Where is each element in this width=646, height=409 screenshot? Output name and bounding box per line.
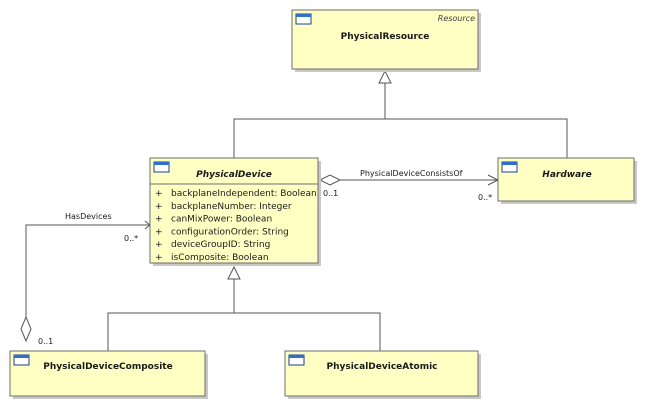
attribute-row[interactable]: backplaneNumber: Integer (171, 202, 292, 212)
multiplicity-has-devices-target: 0..1 (38, 337, 53, 346)
multiplicity-has-devices-source: 0..* (124, 234, 138, 243)
class-name: PhysicalDeviceComposite (43, 362, 172, 372)
class-icon (153, 161, 170, 173)
attribute-visibility: + (155, 215, 163, 225)
attribute-row[interactable]: configurationOrder: String (171, 227, 289, 237)
class-physical-device-atomic[interactable]: PhysicalDeviceAtomic (284, 350, 481, 399)
attribute-row[interactable]: canMixPower: Boolean (171, 215, 272, 225)
class-hardware[interactable]: Hardware (497, 157, 637, 204)
class-physical-device-composite[interactable]: PhysicalDeviceComposite (9, 350, 208, 399)
attribute-row[interactable]: backplaneIndependent: Boolean (171, 189, 317, 199)
class-name: Hardware (542, 170, 591, 180)
association-consists-of-label: PhysicalDeviceConsistsOf (360, 169, 463, 178)
class-icon (288, 354, 305, 366)
association-has-devices-label: HasDevices (65, 212, 112, 221)
class-icon (13, 354, 30, 366)
multiplicity-consists-of-source: 0..1 (323, 189, 338, 198)
attribute-visibility: + (155, 253, 163, 263)
generalization-connector-resource[interactable] (233, 118, 568, 159)
generalization-arrowhead-device (227, 265, 241, 280)
class-physical-device[interactable]: PhysicalDevice + backplaneIndependent: Bo… (149, 157, 321, 266)
class-name: PhysicalDeviceAtomic (326, 362, 437, 372)
attribute-visibility: + (155, 189, 163, 199)
multiplicity-consists-of-target: 0..* (478, 193, 492, 202)
attribute-list: + backplaneIndependent: Boolean + backplane… (155, 189, 317, 263)
class-name: PhysicalDevice (196, 170, 272, 180)
aggregation-diamond-consists-of (318, 174, 342, 186)
attribute-visibility: + (155, 240, 163, 250)
generalization-arrowhead-resource (378, 69, 392, 84)
connectors (20, 69, 568, 351)
attribute-visibility: + (155, 202, 163, 212)
attribute-row[interactable]: deviceGroupID: String (171, 240, 270, 250)
generalization-connector-device[interactable] (107, 312, 381, 351)
aggregation-diamond-has-devices (20, 315, 32, 343)
class-icon (295, 13, 312, 25)
stereotype-label: Resource (438, 14, 475, 23)
attribute-row[interactable]: isComposite: Boolean (171, 253, 269, 263)
association-has-devices-line[interactable] (25, 224, 150, 317)
class-icon (501, 161, 518, 173)
class-physical-resource[interactable]: Resource PhysicalResource (291, 9, 481, 72)
attribute-visibility: + (155, 227, 163, 237)
class-name: PhysicalResource (341, 32, 430, 42)
